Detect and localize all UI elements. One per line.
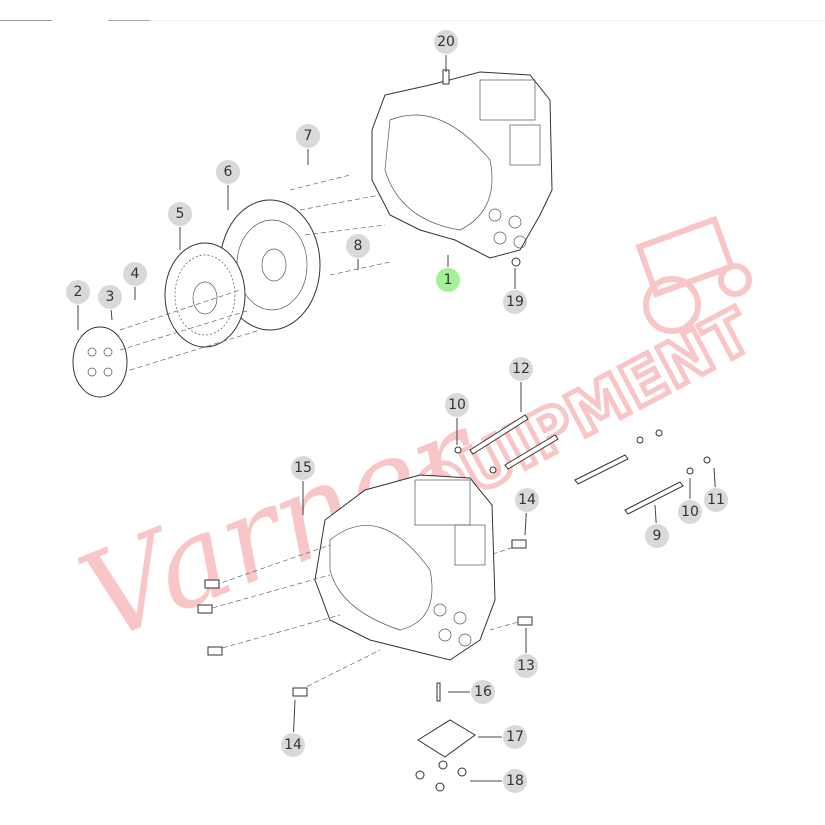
callout-20: 20	[434, 30, 458, 72]
tie-rods	[454, 414, 711, 515]
callout-bubble	[216, 160, 240, 184]
callout-17: 17	[478, 725, 527, 749]
callout-2: 2	[66, 280, 90, 330]
callout-bubble	[291, 456, 315, 480]
callout-label: 5	[176, 206, 185, 222]
top-rule	[150, 20, 825, 21]
callout-1: 1	[436, 255, 460, 292]
callout-14: 14	[515, 488, 539, 536]
callout-bubble	[434, 30, 458, 54]
callout-bubble	[98, 285, 122, 309]
callout-18: 18	[470, 769, 527, 793]
callout-bubble	[678, 500, 702, 524]
callout-label: 16	[474, 684, 492, 700]
callout-bubble	[296, 124, 320, 148]
callout-19: 19	[503, 268, 527, 314]
callout-label: 20	[437, 34, 455, 50]
callout-4: 4	[123, 262, 147, 300]
callout-13: 13	[514, 628, 538, 678]
callout-bubble	[445, 393, 469, 417]
callout-bubble	[281, 733, 305, 757]
top-rule	[108, 20, 150, 21]
callout-bubble	[514, 654, 538, 678]
callout-label: 19	[506, 294, 524, 310]
callout-11: 11	[704, 467, 728, 512]
callout-16: 16	[448, 680, 495, 704]
callout-label: 8	[354, 238, 363, 254]
top-rule	[0, 20, 52, 21]
callout-bubble	[168, 202, 192, 226]
callout-label: 3	[106, 289, 115, 305]
callout-bubble	[704, 488, 728, 512]
callout-bubble	[503, 769, 527, 793]
cover-plate	[415, 682, 476, 792]
callout-label: 7	[304, 128, 313, 144]
callout-3: 3	[98, 285, 122, 321]
callout-12: 12	[509, 357, 533, 412]
leader-line	[713, 467, 716, 488]
callout-bubble	[436, 268, 460, 292]
callout-7: 7	[296, 124, 320, 165]
callout-9: 9	[645, 504, 669, 548]
leader-line	[654, 504, 657, 524]
flywheel-plate	[72, 326, 128, 398]
callout-8: 8	[346, 234, 370, 270]
callout-label: 6	[224, 164, 233, 180]
callout-10: 10	[678, 478, 702, 524]
callout-label: 2	[74, 284, 83, 300]
callout-bubble	[503, 290, 527, 314]
callout-bubble	[66, 280, 90, 304]
callout-bubble	[503, 725, 527, 749]
callout-label: 18	[506, 773, 524, 789]
callout-label: 15	[294, 460, 312, 476]
leader-line	[524, 512, 527, 536]
callout-label: 14	[518, 492, 536, 508]
callout-label: 12	[512, 361, 530, 377]
callout-bubble	[123, 262, 147, 286]
callout-label: 11	[707, 492, 725, 508]
callout-label: 9	[653, 528, 662, 544]
bolts-upper	[119, 174, 391, 371]
callout-label: 10	[448, 397, 466, 413]
callout-bubble	[509, 357, 533, 381]
clutch-disc	[164, 242, 246, 348]
callout-10: 10	[445, 393, 469, 445]
leader-line	[293, 699, 296, 733]
callout-label: 10	[681, 504, 699, 520]
callout-bubble	[645, 524, 669, 548]
clutch-housing-upper	[371, 69, 553, 267]
callout-bubble	[471, 680, 495, 704]
callout-label: 17	[506, 729, 524, 745]
callout-14: 14	[281, 699, 305, 757]
callout-5: 5	[168, 202, 192, 250]
callout-bubble	[515, 488, 539, 512]
leader-line	[110, 309, 113, 321]
callout-label: 14	[284, 737, 302, 753]
callout-label: 4	[131, 266, 140, 282]
clutch-housing-lower	[197, 474, 533, 697]
callout-bubble	[346, 234, 370, 258]
callout-6: 6	[216, 160, 240, 210]
callout-label: 1	[444, 272, 453, 288]
callout-15: 15	[291, 456, 315, 515]
callout-label: 13	[517, 658, 535, 674]
